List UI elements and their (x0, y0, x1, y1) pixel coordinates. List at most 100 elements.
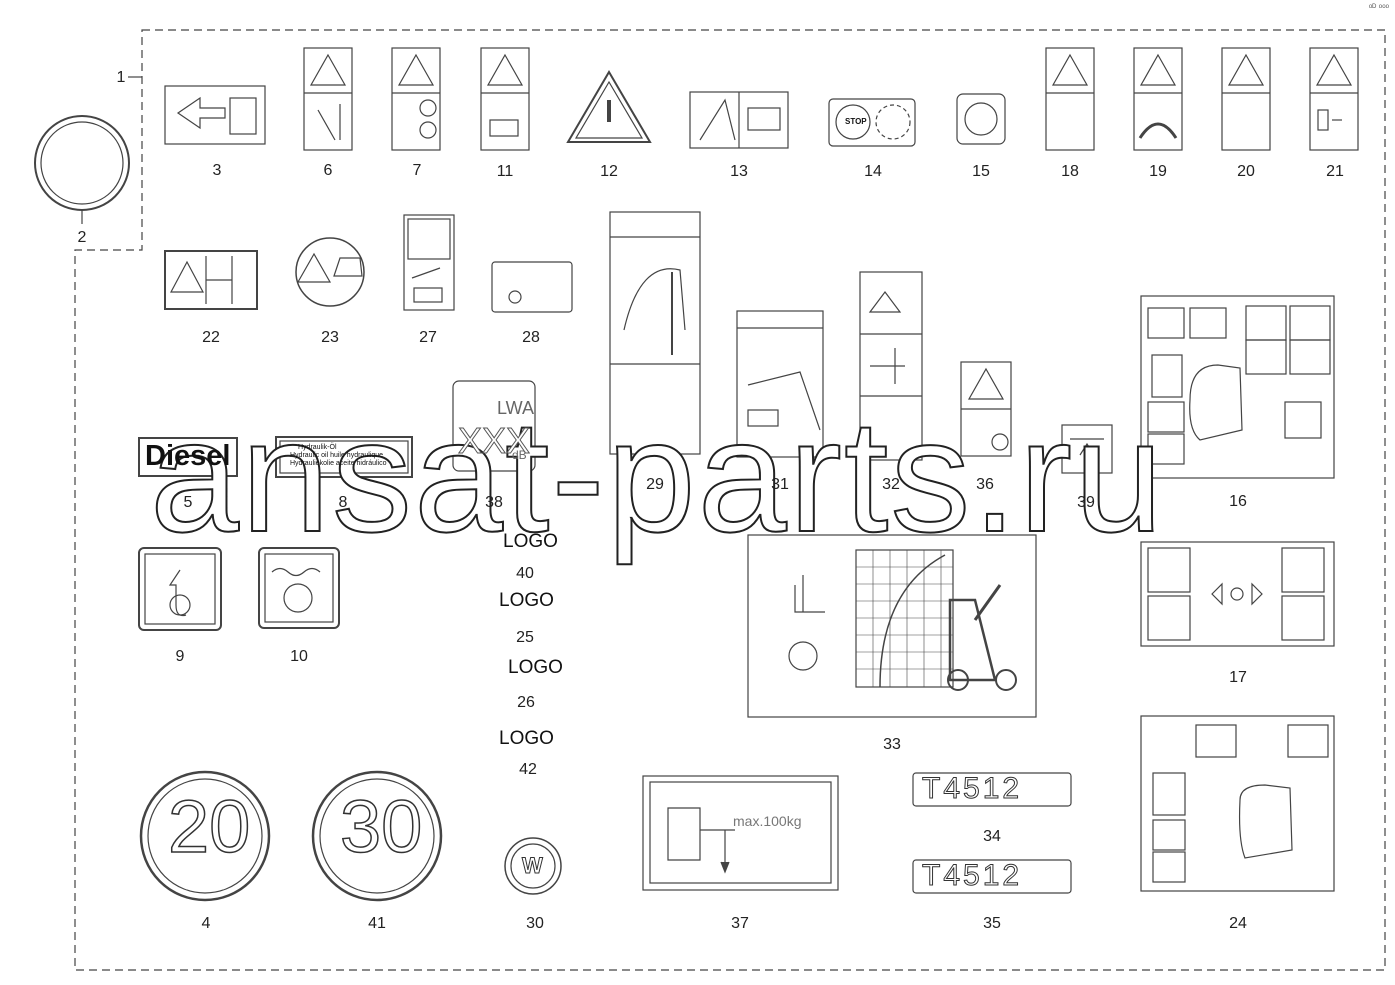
callout-22: 22 (202, 329, 220, 346)
load-note-text: max.100kg (733, 813, 802, 829)
callout-1: 1 (116, 69, 126, 86)
decal-24 (1140, 715, 1335, 892)
decal-7 (391, 47, 441, 151)
decal-2-ring (34, 115, 130, 211)
callout-14: 14 (864, 163, 882, 180)
decal-3 (164, 85, 266, 145)
callout-33: 33 (883, 736, 901, 753)
decal-32 (859, 271, 923, 461)
decal-4 (139, 770, 271, 902)
stop-text: STOP (845, 117, 867, 126)
decal-8 (275, 436, 413, 478)
decal-29 (609, 211, 701, 455)
callout-5: 5 (183, 494, 193, 511)
decal-21 (1309, 47, 1359, 151)
callout-7: 7 (412, 162, 422, 179)
logo-40: LOGO (503, 531, 558, 552)
callout-24: 24 (1229, 915, 1247, 932)
lwa-text: LWA (497, 398, 535, 418)
callout-41: 41 (368, 915, 386, 932)
decal-34 (912, 772, 1072, 807)
callout-2: 2 (77, 229, 87, 246)
callout-30: 30 (526, 915, 544, 932)
hydraulic-line-2: Hydraulic oil huile hydraulique (290, 452, 383, 459)
callout-21: 21 (1326, 163, 1344, 180)
callout-37: 37 (731, 915, 749, 932)
watermark: ansat-parts.ru (149, 386, 1166, 565)
callout-23: 23 (321, 329, 339, 346)
callout-34: 34 (983, 828, 1001, 845)
corner-mark: ᵒᴰ ᵒᵒᵒ (1368, 2, 1389, 12)
decal-10 (258, 547, 340, 629)
load-chart-grid (855, 549, 954, 688)
speed-20-text: 20 (167, 784, 251, 869)
hydraulic-line-3: Hydrauliekolie aceite hidráulico (290, 460, 387, 467)
callout-11: 11 (496, 163, 514, 180)
decal-20 (1221, 47, 1271, 151)
callout-15: 15 (972, 163, 990, 180)
callout-39: 39 (1077, 494, 1095, 511)
callout-8: 8 (338, 494, 348, 511)
callout-4: 4 (201, 915, 211, 932)
decal-33 (747, 534, 1037, 718)
callout-3: 3 (212, 162, 222, 179)
decal-9 (138, 547, 222, 631)
lwa-unit: dB (512, 448, 527, 462)
logo-25: LOGO (499, 590, 554, 611)
callout-12: 12 (600, 163, 618, 180)
callout-32: 32 (882, 476, 900, 493)
callout-42: 42 (519, 761, 537, 778)
hydraulic-line-1: Hydraulik-Öl (298, 444, 337, 451)
model-35-text: T4512 (921, 859, 1023, 893)
callout-6: 6 (323, 162, 333, 179)
callout-29: 29 (646, 476, 664, 493)
callout-35: 35 (983, 915, 1001, 932)
decal-35 (912, 859, 1072, 894)
callout-19: 19 (1149, 163, 1167, 180)
callout-10: 10 (290, 648, 308, 665)
callout-36: 36 (976, 476, 994, 493)
callout-40: 40 (516, 565, 534, 582)
callout-13: 13 (730, 163, 748, 180)
decal-diesel-text: Diesel (145, 440, 231, 472)
decal-23 (295, 237, 365, 307)
decal-12 (566, 70, 652, 143)
decal-18 (1045, 47, 1095, 151)
decal-31 (736, 310, 824, 458)
decal-5 (138, 437, 238, 477)
brand-w-text: W (522, 853, 544, 879)
decal-37 (642, 775, 839, 891)
decal-17 (1140, 541, 1335, 647)
callout-31: 31 (771, 476, 789, 493)
callout-28: 28 (522, 329, 540, 346)
decal-15 (956, 93, 1006, 145)
logo-26: LOGO (508, 657, 563, 678)
decal-28 (491, 261, 573, 313)
callout-16: 16 (1229, 493, 1247, 510)
decal-27 (403, 214, 455, 311)
decal-19 (1133, 47, 1183, 151)
decal-30 (504, 837, 562, 895)
decal-14 (828, 98, 916, 147)
callout-27: 27 (419, 329, 437, 346)
decal-6 (303, 47, 353, 151)
speed-30-text: 30 (339, 784, 423, 869)
boundary-dashed-line (74, 29, 1386, 971)
callout-25: 25 (516, 629, 534, 646)
decal-22 (164, 250, 258, 310)
callout-20: 20 (1237, 163, 1255, 180)
logo-42: LOGO (499, 728, 554, 749)
decal-38 (452, 380, 536, 472)
lwa-value: XXX (457, 420, 531, 462)
callout-17: 17 (1229, 669, 1247, 686)
callout-18: 18 (1061, 163, 1079, 180)
decal-16 (1140, 295, 1335, 479)
decal-11 (480, 47, 530, 151)
decal-41 (311, 770, 443, 902)
model-34-text: T4512 (921, 772, 1023, 806)
callout-26: 26 (517, 694, 535, 711)
decal-39 (1061, 424, 1113, 474)
callout-38: 38 (485, 494, 503, 511)
